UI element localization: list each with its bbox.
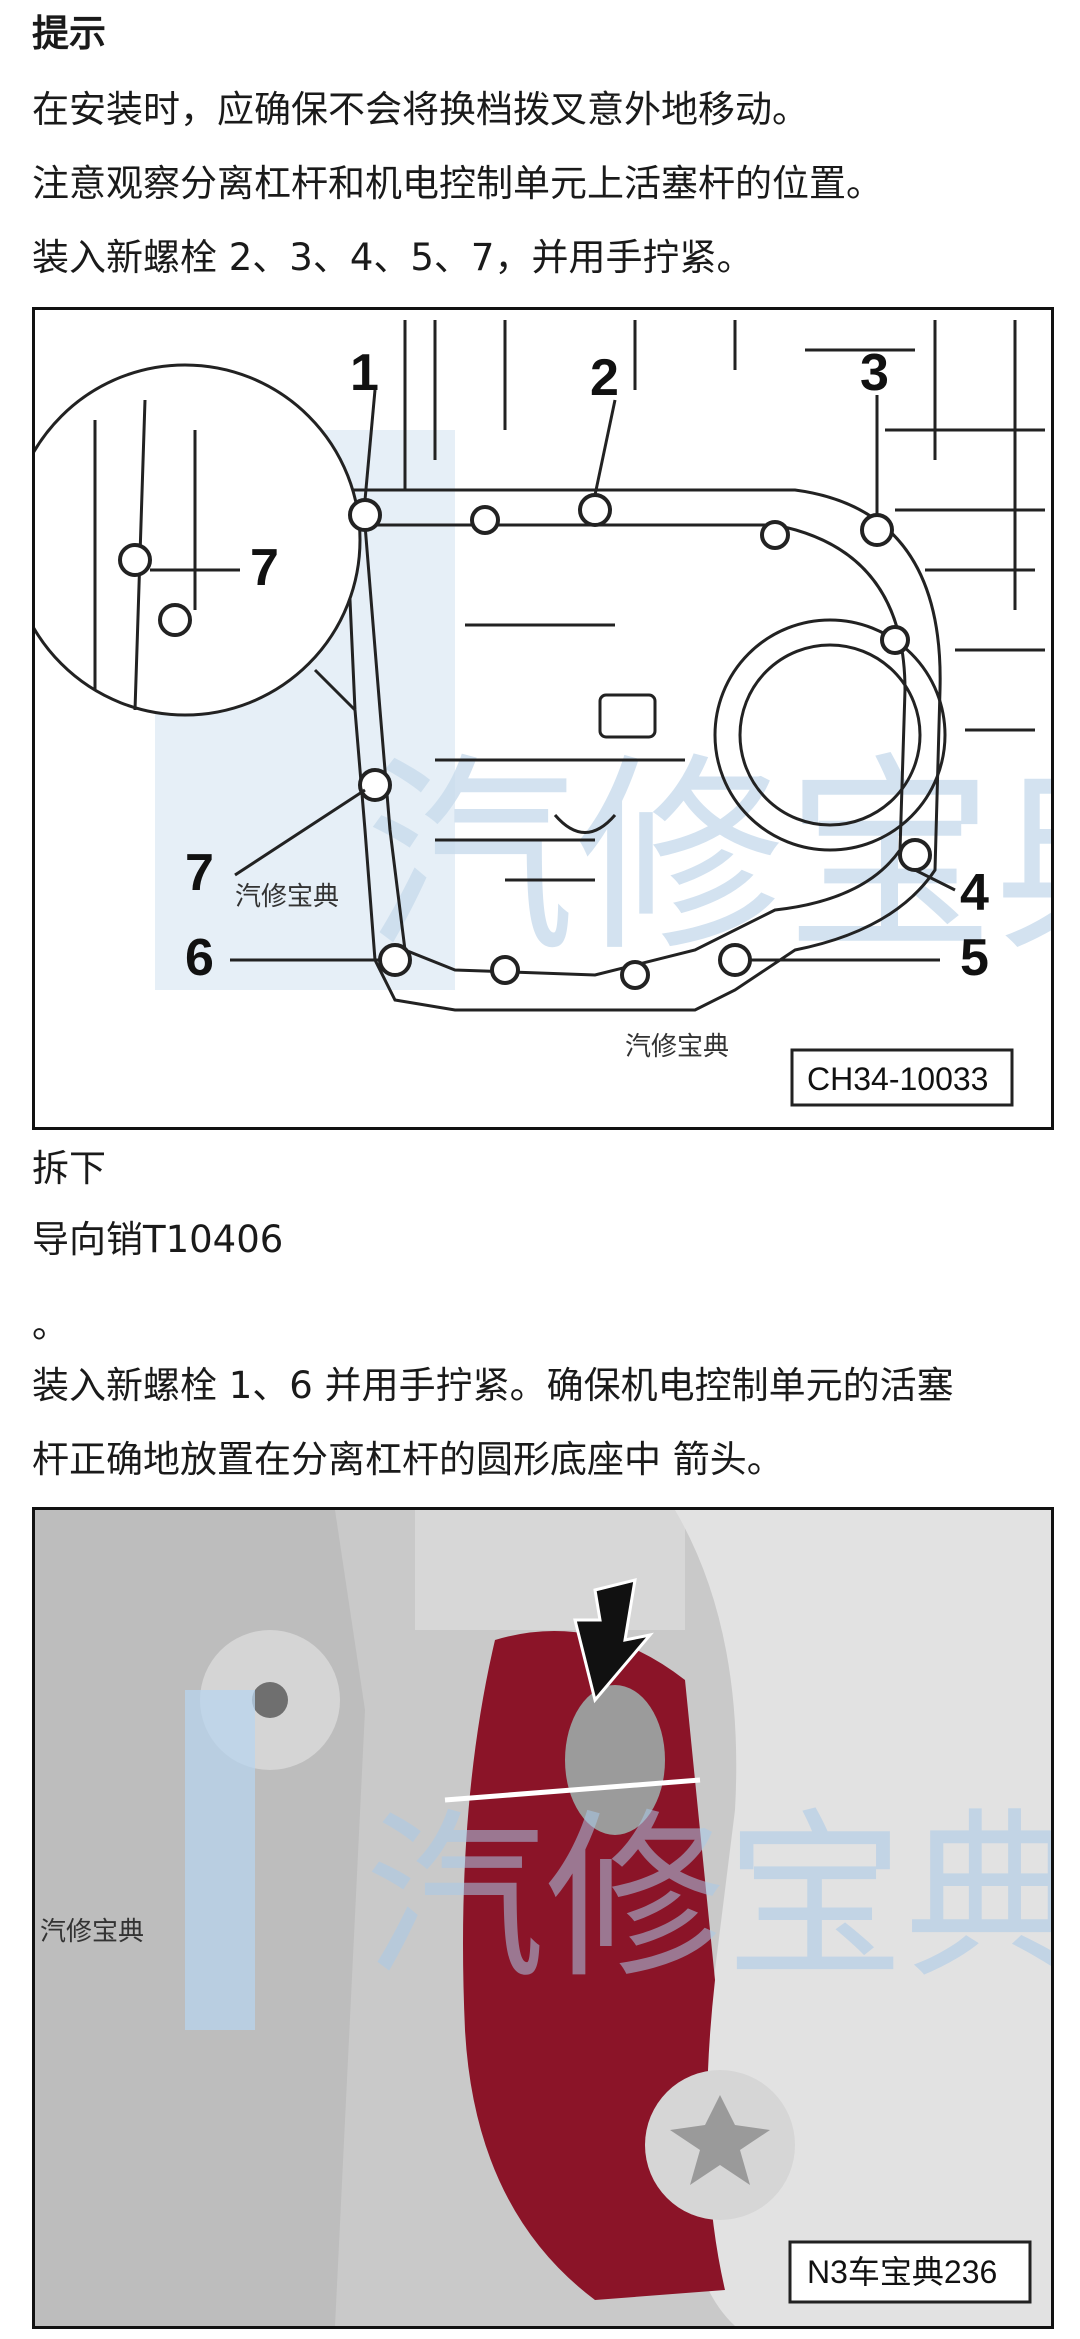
bolt <box>620 960 650 990</box>
bolt-7-detail <box>118 543 152 577</box>
right-structure <box>885 428 1045 732</box>
paragraph-6: 。 <box>32 1303 69 1346</box>
detail-pointer <box>313 668 357 712</box>
upper-structure <box>403 320 1017 610</box>
label-5: 5 <box>960 929 989 987</box>
paragraph-1: 在安装时，应确保不会将换档拨叉意外地移动。 <box>32 88 809 131</box>
round-cover <box>713 618 947 852</box>
figure-code: N3车宝典236 <box>807 2254 997 2290</box>
paragraph-4: 拆下 <box>32 1147 106 1190</box>
rect-boss <box>598 693 657 739</box>
watermark-text: 汽修宝典 <box>40 1917 144 1947</box>
leader-4 <box>914 868 956 892</box>
bolt-7 <box>358 768 392 802</box>
figure-1-drawing: 汽修宝典 <box>35 320 1051 1107</box>
section-line <box>444 1777 701 1803</box>
bolt <box>880 625 910 655</box>
paragraph-5: 导向销T10406 <box>32 1218 284 1261</box>
bolt-2 <box>578 493 612 527</box>
bolt-5 <box>718 943 752 977</box>
watermark-text-2: 汽修宝典 <box>625 1032 729 1062</box>
drop-recess <box>553 814 617 834</box>
top-block <box>415 1510 685 1630</box>
label-7-detail: 7 <box>250 539 279 597</box>
bolt-1 <box>348 498 382 532</box>
bolt <box>760 520 790 550</box>
figure-code-box <box>788 2240 1032 2304</box>
paragraph-3: 装入新螺栓 2、3、4、5、7，并用手拧紧。 <box>32 236 754 279</box>
figure-mechatronic-bolts: 汽修宝典 <box>32 307 1054 1130</box>
mount-hole <box>252 1682 288 1718</box>
round-cover-inner <box>738 643 922 827</box>
leader-2 <box>593 399 617 496</box>
label-7: 7 <box>185 844 214 902</box>
bolt-detail <box>158 603 192 637</box>
bolt <box>470 505 500 535</box>
label-2: 2 <box>590 349 619 407</box>
bolt <box>490 955 520 985</box>
figure-2-drawing: 汽修宝典 汽修宝典 N3车宝典236 <box>35 1510 1051 2326</box>
watermark-text: 汽修宝典 <box>235 882 339 912</box>
paragraph-2: 注意观察分离杠杆和机电控制单元上活塞杆的位置。 <box>32 162 883 205</box>
leader-7 <box>234 788 366 877</box>
label-3: 3 <box>860 344 889 402</box>
paragraph-7-line-2: 杆正确地放置在分离杠杆的圆形底座中 箭头。 <box>32 1438 784 1481</box>
piston-rod-head <box>565 1685 665 1835</box>
arrow-icon <box>573 1577 654 1704</box>
figure-code: CH34-10033 <box>807 1061 988 1097</box>
label-1: 1 <box>350 344 379 402</box>
tip-heading: 提示 <box>32 12 106 55</box>
label-6: 6 <box>185 929 214 987</box>
bolt-3 <box>860 513 894 547</box>
label-4: 4 <box>960 864 989 922</box>
watermark-large-text: 汽修宝典 <box>365 1794 1051 2003</box>
watermark-block <box>185 1690 255 2030</box>
bolt-6 <box>378 943 412 977</box>
leader-1 <box>363 389 377 501</box>
bolt-4 <box>898 838 932 872</box>
figure-piston-rod-seat: 汽修宝典 汽修宝典 N3车宝典236 <box>32 1507 1054 2329</box>
figure-code-box <box>790 1048 1014 1107</box>
paragraph-7-line-1: 装入新螺栓 1、6 并用手拧紧。确保机电控制单元的活塞 <box>32 1364 954 1407</box>
torx-head <box>670 2095 770 2185</box>
detail-magnifier-circle <box>35 363 362 717</box>
